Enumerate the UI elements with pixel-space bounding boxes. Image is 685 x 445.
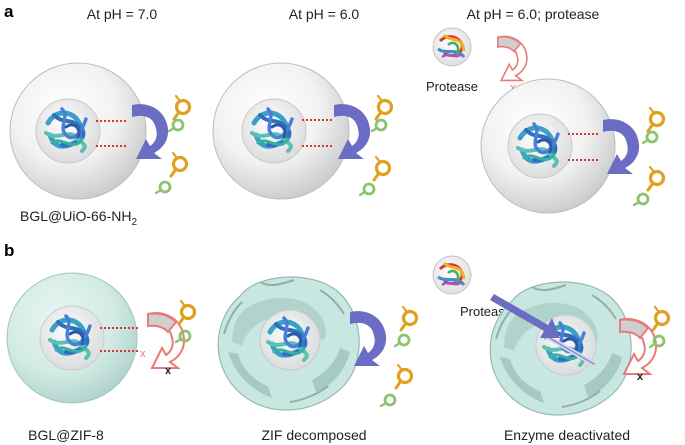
protease-attack-arrow — [490, 294, 560, 338]
substrate-molecule-icon — [372, 155, 392, 182]
protease-label: Protease — [426, 79, 478, 94]
panel-b: b x x Protease — [4, 241, 671, 443]
product-molecule-icon — [358, 182, 376, 197]
substrate-molecule-icon — [651, 305, 671, 332]
product-molecule-icon — [370, 118, 388, 133]
product-molecule-icon — [154, 180, 172, 195]
substrate-molecule-icon — [394, 363, 414, 390]
caption-zif8: BGL@ZIF-8 — [28, 427, 104, 443]
substrate-molecule-icon — [399, 305, 419, 332]
zif-deactivated — [489, 281, 633, 416]
header-ph-6-protease: At pH = 6.0; protease — [467, 6, 600, 22]
blocked-mark: x — [140, 348, 146, 360]
protease-label-b: Protease — [460, 304, 512, 319]
product-molecule-icon — [393, 333, 411, 348]
blocked-x-b: x — [637, 371, 644, 383]
header-ph-7: At pH = 7.0 — [87, 6, 158, 22]
uio-sphere-ph6-protease — [480, 78, 616, 214]
uio-sphere-ph6 — [212, 62, 350, 200]
blocked-curved-arrow-icon — [497, 35, 528, 82]
blocked-x: x — [165, 365, 172, 377]
material-label-uio: BGL@UiO-66-NH2 — [20, 208, 137, 228]
substrate-molecule-icon — [172, 94, 192, 121]
panel-b-letter: b — [4, 241, 14, 260]
product-molecule-icon — [167, 118, 185, 133]
zif-sphere-intact — [6, 272, 138, 404]
substrate-molecule-icon — [374, 94, 394, 121]
protease-icon — [431, 254, 473, 296]
product-molecule-icon — [641, 130, 659, 145]
panel-a: a At pH = 7.0 At pH = 6.0 At pH = 6.0; p… — [4, 2, 666, 228]
caption-zif-decomposed: ZIF decomposed — [261, 427, 366, 443]
panel-a-letter: a — [4, 2, 14, 21]
substrate-molecule-icon — [646, 106, 666, 133]
blocked-mark: x — [510, 82, 516, 94]
protease-icon — [431, 26, 473, 68]
caption-enzyme-deactivated: Enzyme deactivated — [504, 427, 630, 443]
substrate-molecule-icon — [177, 299, 197, 326]
product-molecule-icon — [632, 192, 650, 207]
substrate-molecule-icon — [169, 151, 189, 178]
uio-sphere-ph7 — [9, 62, 147, 200]
zif-decomposed — [217, 276, 361, 411]
product-molecule-icon — [379, 393, 397, 408]
substrate-molecule-icon — [646, 165, 666, 192]
header-ph-6: At pH = 6.0 — [289, 6, 360, 22]
